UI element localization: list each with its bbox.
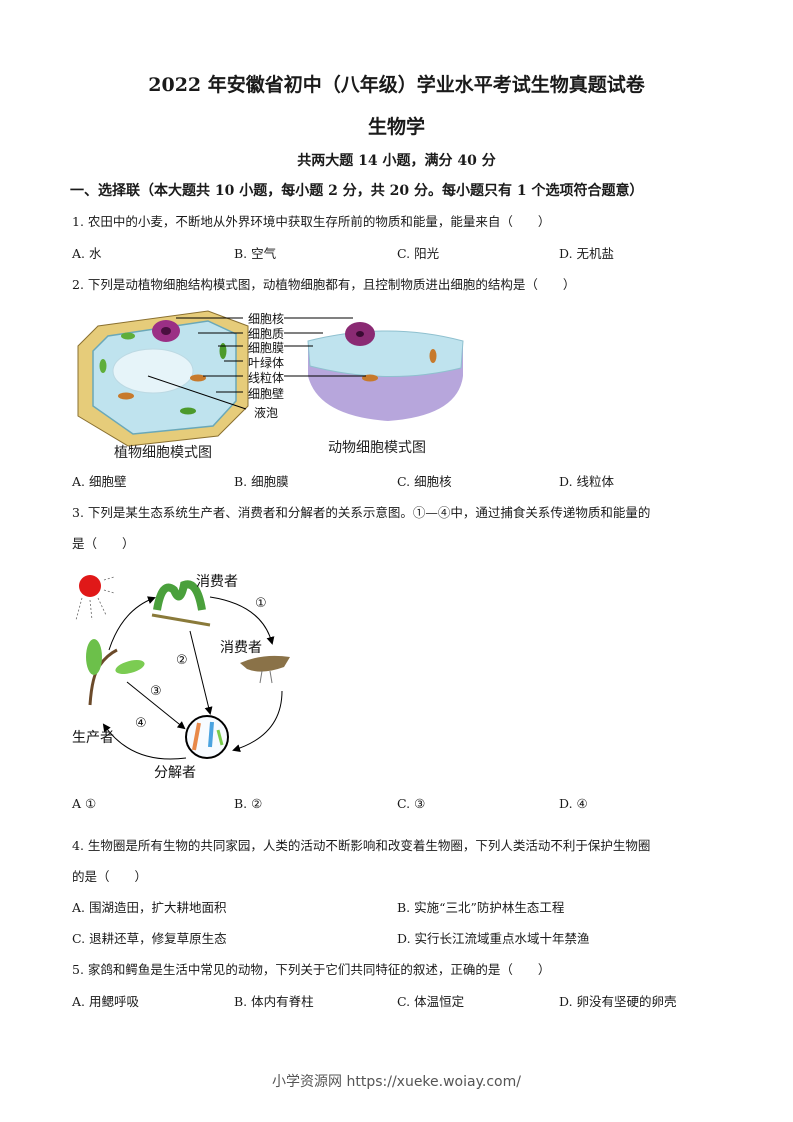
question-2-stem: 2. 下列是动植物细胞结构模式图，动植物细胞都有，且控制物质进出细胞的结构是（ … xyxy=(72,277,576,292)
leaf-icon xyxy=(86,639,102,675)
caterpillar-icon xyxy=(153,580,206,611)
cell-diagram-svg xyxy=(77,310,464,447)
q1-option-c[interactable]: C. 阳光 xyxy=(397,246,440,261)
question-3-stem-line1: 3. 下列是某生态系统生产者、消费者和分解者的关系示意图。①—④中，通过捕食关系… xyxy=(72,505,651,520)
label-consumer-1: 消费者 xyxy=(196,574,238,590)
arrow-label-4: ④ xyxy=(135,716,147,731)
q5-option-b[interactable]: B. 体内有脊柱 xyxy=(234,994,314,1009)
q3-option-d[interactable]: D. ④ xyxy=(559,796,588,811)
label-consumer-2: 消费者 xyxy=(220,640,262,656)
arrow-label-2: ② xyxy=(176,653,188,668)
ecosystem-figure: 消费者 消费者 生产者 分解者 ① ② ③ ④ xyxy=(62,565,302,785)
question-3-stem-line2: 是（ ） xyxy=(72,536,135,551)
q4-option-a[interactable]: A. 围湖造田，扩大耕地面积 xyxy=(72,900,227,915)
q2-option-d[interactable]: D. 线粒体 xyxy=(559,474,615,489)
q3-option-a[interactable]: A ① xyxy=(72,796,97,811)
label-cell-wall: 细胞壁 xyxy=(248,387,285,401)
label-cytoplasm: 细胞质 xyxy=(248,327,285,341)
q1-option-b[interactable]: B. 空气 xyxy=(234,246,277,261)
label-producer: 生产者 xyxy=(72,730,114,746)
label-chloroplast: 叶绿体 xyxy=(248,356,285,370)
section-heading: 一、选择联（本大题共 10 小题，每小题 2 分，共 20 分。每小题只有 1 … xyxy=(70,183,644,199)
q1-option-a[interactable]: A. 水 xyxy=(72,246,102,261)
q5-option-a[interactable]: A. 用鳃呼吸 xyxy=(72,994,139,1009)
animal-cell-caption: 动物细胞模式图 xyxy=(328,440,426,456)
question-4-stem-line1: 4. 生物圈是所有生物的共同家园，人类的活动不断影响和改变着生物圈，下列人类活动… xyxy=(72,838,651,853)
q4-option-b[interactable]: B. 实施“三北”防护林生态工程 xyxy=(397,900,565,915)
q1-option-d[interactable]: D. 无机盐 xyxy=(559,246,615,261)
arrow-label-1: ① xyxy=(255,596,267,611)
subject-title: 生物学 xyxy=(367,116,425,138)
q4-option-d[interactable]: D. 实行长江流域重点水域十年禁渔 xyxy=(397,931,590,946)
q5-option-c[interactable]: C. 体温恒定 xyxy=(397,994,465,1009)
exam-summary: 共两大题 14 小题，满分 40 分 xyxy=(297,153,496,169)
bird-icon xyxy=(240,655,290,672)
cell-structure-figure: 细胞核 细胞质 细胞膜 叶绿体 线粒体 细胞壁 液泡 植物细胞模式图 动物细胞模… xyxy=(68,306,468,466)
arrow-label-3: ③ xyxy=(150,684,162,699)
label-decomposer: 分解者 xyxy=(154,765,196,781)
question-1-stem: 1. 农田中的小麦，不断地从外界环境中获取生存所前的物质和能量，能量来自（ ） xyxy=(72,214,551,229)
q2-option-c[interactable]: C. 细胞核 xyxy=(397,474,452,489)
question-4-stem-line2: 的是（ ） xyxy=(72,869,148,884)
sun-icon xyxy=(79,575,101,597)
label-mitochondria: 线粒体 xyxy=(248,371,285,385)
q2-option-a[interactable]: A. 细胞壁 xyxy=(72,474,127,489)
exam-title: 2022 年安徽省初中（八年级）学业水平考试生物真题试卷 xyxy=(148,74,645,96)
ecosystem-diagram-svg xyxy=(75,575,290,760)
q3-option-c[interactable]: C. ③ xyxy=(397,796,426,811)
question-5-stem: 5. 家鸽和鳄鱼是生活中常见的动物，下列关于它们共同特征的叙述，正确的是（ ） xyxy=(72,962,551,977)
label-nucleus: 细胞核 xyxy=(248,312,285,326)
decomposer-icon xyxy=(185,715,229,759)
q5-option-d[interactable]: D. 卵没有坚硬的卵壳 xyxy=(559,994,677,1009)
q2-option-b[interactable]: B. 细胞膜 xyxy=(234,474,289,489)
plant-cell-caption: 植物细胞模式图 xyxy=(114,445,212,461)
q3-option-b[interactable]: B. ② xyxy=(234,796,263,811)
label-vacuole: 液泡 xyxy=(254,406,279,420)
q4-option-c[interactable]: C. 退耕还草，修复草原生态 xyxy=(72,931,227,946)
footer-watermark: 小学资源网 https://xueke.woiay.com/ xyxy=(272,1074,521,1090)
label-cell-membrane: 细胞膜 xyxy=(248,341,285,355)
